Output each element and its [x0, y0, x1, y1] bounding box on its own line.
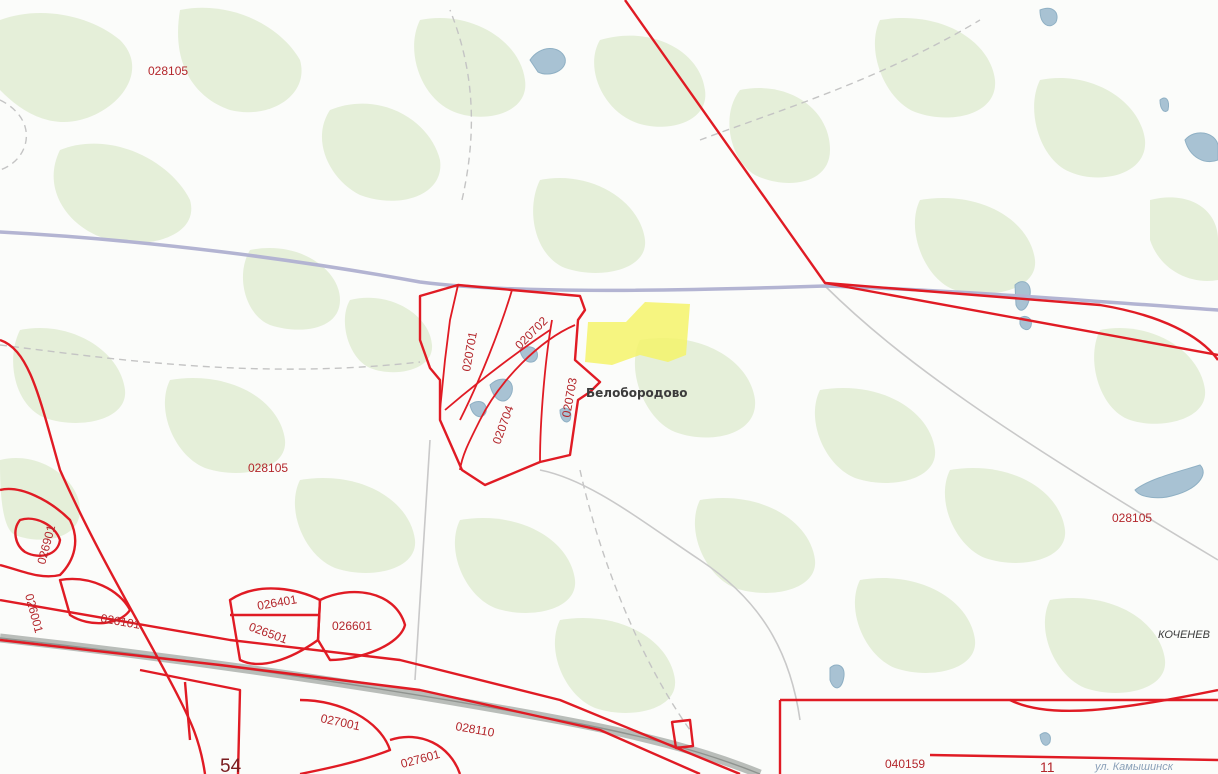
quarter-label: 020701: [459, 330, 480, 372]
quarter-label: 028105: [148, 64, 188, 78]
quarter-label: 026601: [332, 619, 372, 633]
forest-layer: [0, 7, 1218, 713]
settlement-highlight[interactable]: [585, 302, 690, 365]
quarter-label: 026101: [99, 611, 141, 632]
settlement-label[interactable]: Белобородово: [586, 386, 688, 400]
district-label: КОЧЕНЕВ: [1158, 629, 1210, 641]
street-label: ул. Камышинск: [1094, 761, 1174, 773]
quarter-label: 020703: [559, 376, 580, 418]
quarter-label: 026401: [256, 592, 298, 613]
quarter-label: 028105: [1112, 511, 1152, 525]
region-label: 54: [220, 756, 242, 774]
path-layer: [0, 9, 1218, 731]
quarter-label: 040159: [885, 757, 925, 771]
highway: [0, 230, 1218, 312]
quarter-label: 028105: [248, 461, 288, 475]
quarter-label: 026001: [22, 592, 46, 635]
quarter-label: 027601: [399, 747, 442, 771]
quarter-label: 020704: [490, 403, 517, 446]
region-label: 11: [1040, 759, 1055, 774]
quarter-label: 028110: [454, 719, 495, 740]
water-layer: [469, 7, 1218, 746]
